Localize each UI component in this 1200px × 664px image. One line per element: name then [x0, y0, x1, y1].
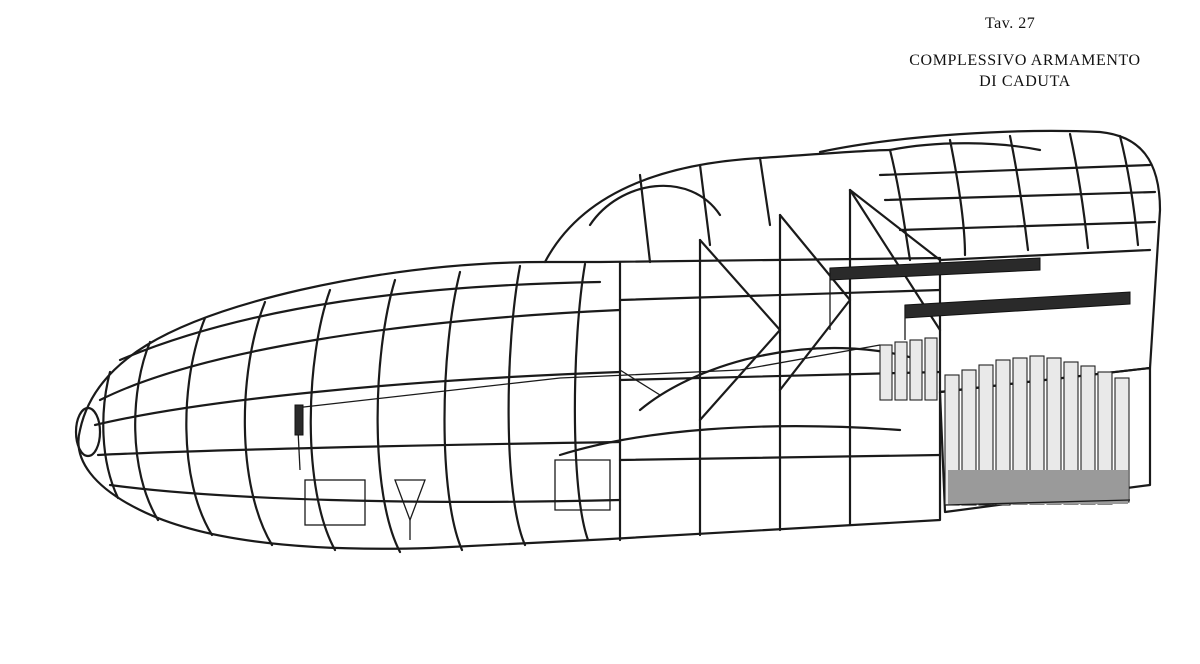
release-mechanism: [294, 344, 881, 540]
plate-number: Tav. 27: [985, 15, 1036, 32]
bomb-racks: [829, 257, 1131, 340]
bomb-cluster: [879, 337, 1131, 506]
nose-ribs: [74, 262, 622, 554]
plate-title-line-1: COMPLESSIVO ARMAMENTO: [909, 52, 1141, 69]
fuselage-outline: [77, 129, 1162, 550]
plate-title: COMPLESSIVO ARMAMENTO DI CADUTA: [880, 50, 1170, 92]
center-frames: [558, 156, 942, 542]
plate-title-line-2: DI CADUTA: [979, 73, 1071, 90]
